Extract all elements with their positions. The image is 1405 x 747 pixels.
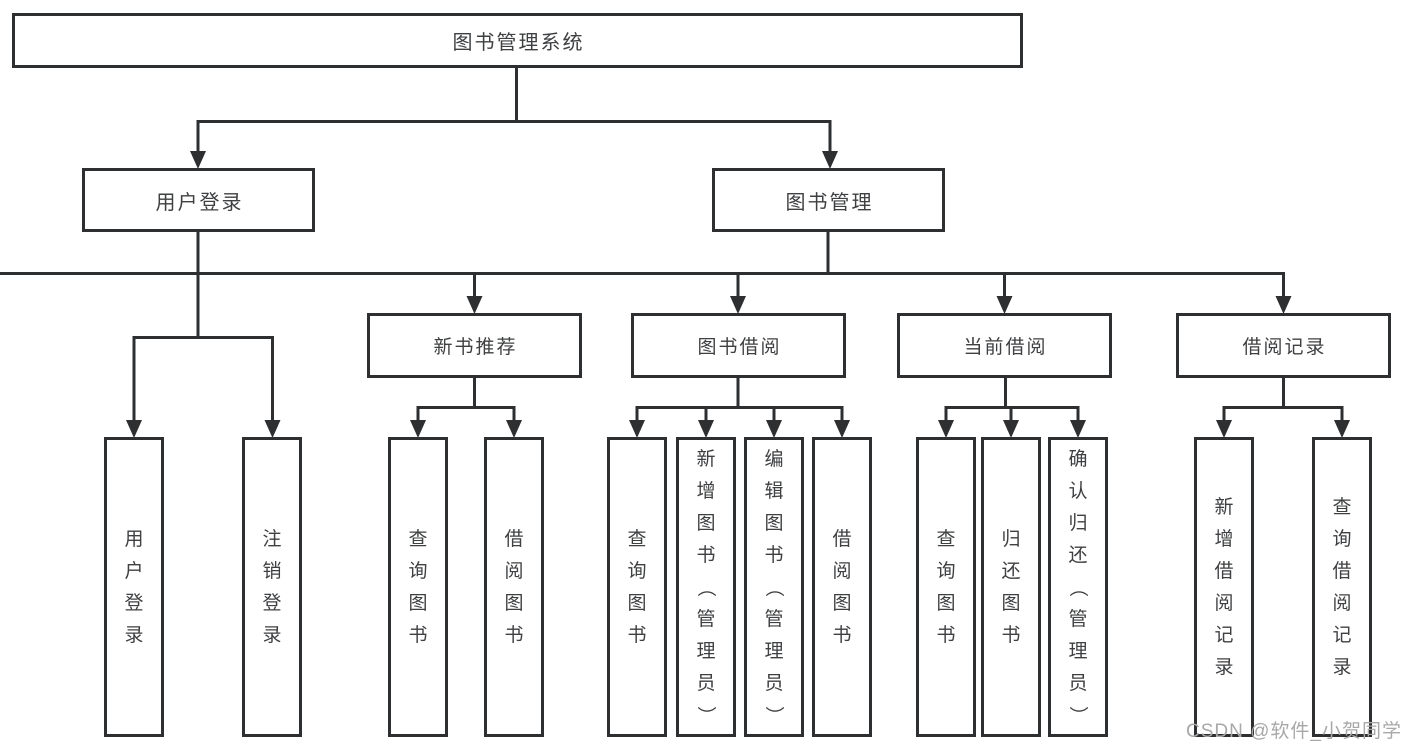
leaf-label: 新增借阅记录	[1214, 496, 1234, 678]
leaf-add-books-admin: 新增图书（管理员）	[676, 437, 736, 737]
leaf-label: 查询图书	[408, 528, 428, 646]
node-current-borrowing: 当前借阅	[897, 313, 1112, 378]
node-book-management: 图书管理	[712, 168, 945, 232]
node-user-login: 用户登录	[82, 168, 315, 232]
leaf-label: 查询图书	[627, 528, 647, 646]
leaf-label: 借阅图书	[832, 528, 852, 646]
leaf-label: 确认归还（管理员）	[1067, 448, 1089, 725]
leaf-label: 用户登录	[124, 528, 144, 646]
node-new-book-recommendation: 新书推荐	[367, 313, 582, 378]
leaf-query-books-current: 查询图书	[916, 437, 976, 737]
leaf-borrow-books-recommend: 借阅图书	[484, 437, 544, 737]
csdn-watermark: CSDN @软件_小贺同学	[1186, 721, 1402, 742]
leaf-query-borrow-record: 查询借阅记录	[1312, 437, 1372, 737]
leaf-label: 归还图书	[1001, 528, 1021, 646]
leaf-add-borrow-record: 新增借阅记录	[1194, 437, 1254, 737]
leaf-borrow-books: 借阅图书	[812, 437, 872, 737]
node-borrowing-records: 借阅记录	[1176, 313, 1391, 378]
leaf-label: 借阅图书	[504, 528, 524, 646]
leaf-query-books-recommend: 查询图书	[388, 437, 448, 737]
leaf-confirm-return-admin: 确认归还（管理员）	[1048, 437, 1108, 737]
leaf-return-books: 归还图书	[981, 437, 1041, 737]
leaf-label: 注销登录	[262, 528, 282, 646]
leaf-label: 查询借阅记录	[1332, 496, 1352, 678]
leaf-edit-books-admin: 编辑图书（管理员）	[744, 437, 804, 737]
leaf-user-login: 用户登录	[104, 437, 164, 737]
leaf-label: 查询图书	[936, 528, 956, 646]
leaf-label: 编辑图书（管理员）	[763, 448, 785, 725]
node-book-borrowing: 图书借阅	[631, 313, 846, 378]
node-library-management-system: 图书管理系统	[12, 13, 1023, 68]
leaf-logout: 注销登录	[242, 437, 302, 737]
leaf-query-books-borrow: 查询图书	[607, 437, 667, 737]
leaf-label: 新增图书（管理员）	[695, 448, 717, 725]
